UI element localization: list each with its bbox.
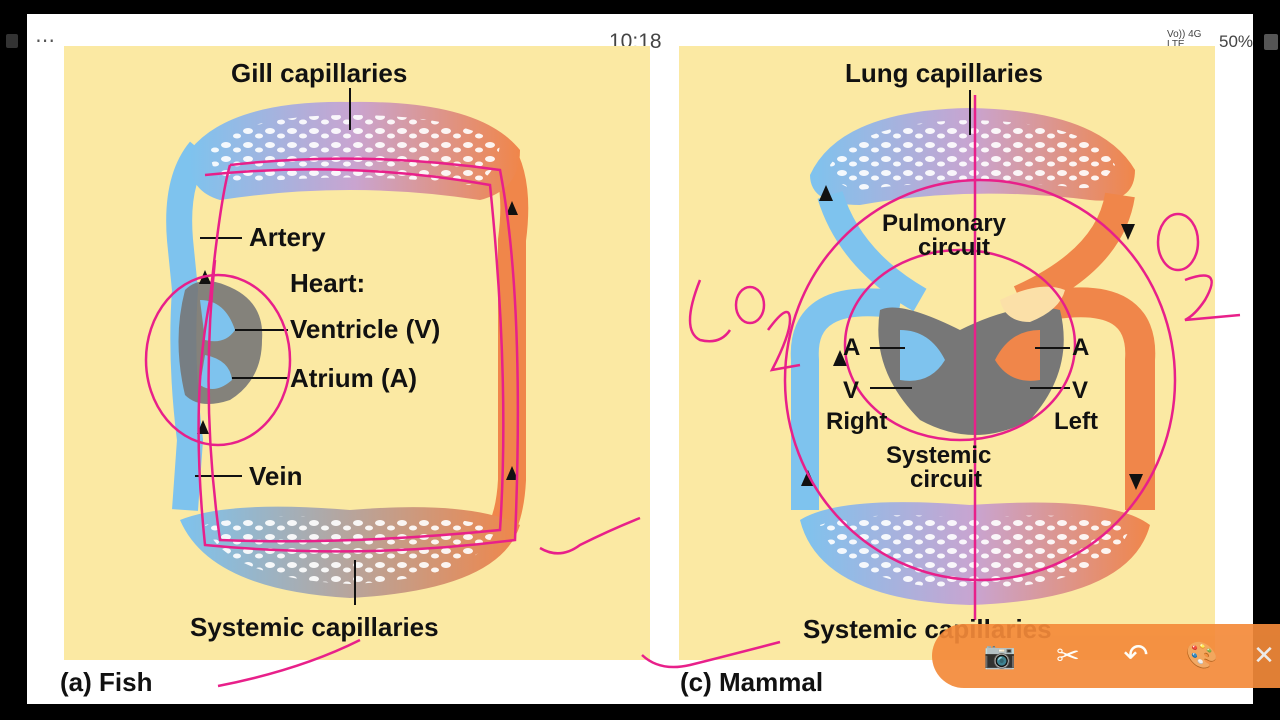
undo-icon[interactable]: ↶ <box>1123 638 1149 673</box>
window-icon <box>1264 34 1278 50</box>
systemic-circuit-label-1: Systemic <box>886 442 992 469</box>
annotation-toolbar: 📷 ✂ ↶ 🎨 ✕ <box>932 624 1280 688</box>
battery-level: 50% <box>1219 32 1254 51</box>
fish-systemic-capillaries-label: Systemic capillaries <box>190 612 439 642</box>
video-icon <box>6 34 18 48</box>
pulmonary-circuit-label-1: Pulmonary <box>882 210 1007 237</box>
right-atrium-label: A <box>843 334 861 361</box>
fish-caption: (a) Fish <box>60 667 153 697</box>
camera-icon[interactable]: 📷 <box>983 641 1017 671</box>
eraser-icon[interactable]: ✂ <box>1056 639 1080 672</box>
right-ventricle-label: V <box>843 377 860 404</box>
fish-diagram <box>166 88 529 605</box>
network-indicator: Vo)) 4G LTE <box>1167 30 1201 50</box>
pulmonary-circuit-label-2: circuit <box>918 234 991 261</box>
palette-icon[interactable]: 🎨 <box>1185 641 1219 671</box>
heart-label: Heart: <box>290 268 366 298</box>
artery-label: Artery <box>249 222 326 252</box>
left-atrium-label: A <box>1072 334 1090 361</box>
mammal-caption: (c) Mammal <box>680 667 824 697</box>
close-icon[interactable]: ✕ <box>1253 641 1275 671</box>
vein-label: Vein <box>249 461 303 491</box>
systemic-circuit-label-2: circuit <box>910 466 983 493</box>
right-side-label: Right <box>826 408 888 435</box>
gill-capillaries-label: Gill capillaries <box>231 58 408 88</box>
left-side-label: Left <box>1054 408 1098 435</box>
atrium-label: Atrium (A) <box>290 363 418 393</box>
network-line-2: LTE <box>1167 39 1185 50</box>
more-menu-icon[interactable]: ⋯ <box>35 28 55 52</box>
left-ventricle-label: V <box>1072 377 1089 404</box>
pen-annotations <box>144 95 1241 688</box>
ventricle-label: Ventricle (V) <box>290 314 441 344</box>
network-line-1: Vo)) 4G <box>1167 29 1202 40</box>
lung-capillaries-label: Lung capillaries <box>845 58 1043 88</box>
